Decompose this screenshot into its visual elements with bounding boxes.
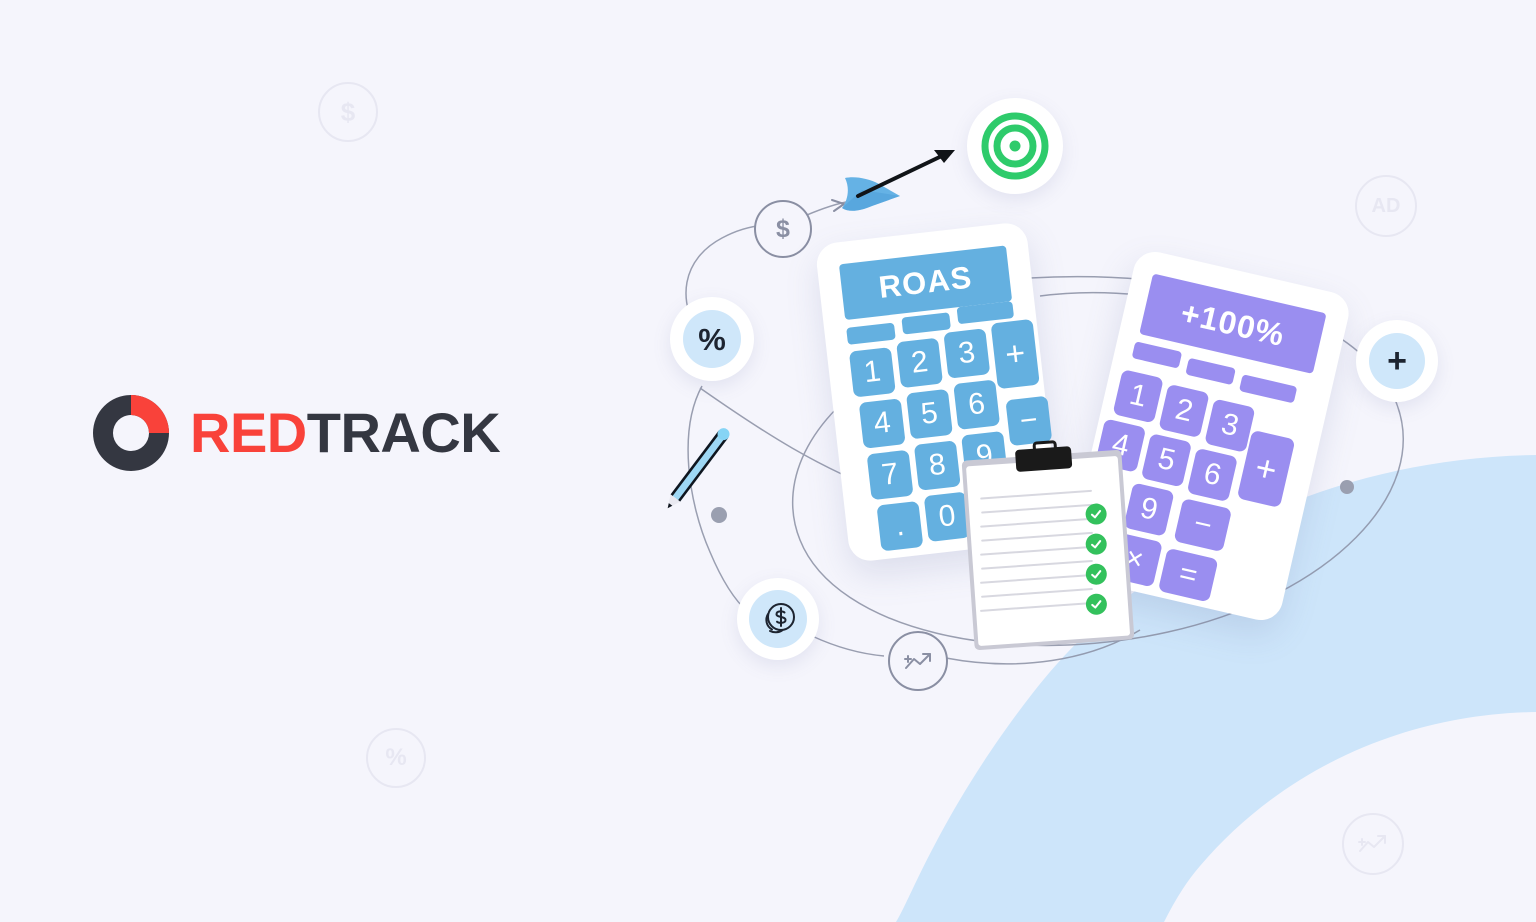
checklist-clipboard[interactable] xyxy=(961,440,1135,651)
node-label: $ xyxy=(776,214,790,243)
trend-up-circle-icon xyxy=(1342,813,1404,875)
badge-percent[interactable]: % xyxy=(670,297,754,381)
coins-dollar-icon xyxy=(749,590,807,648)
blue-blob-lower-cut xyxy=(1164,712,1536,922)
target-bullseye-icon xyxy=(981,112,1049,180)
pencil-edge-left xyxy=(670,430,721,496)
brand-wordmark: REDTRACK xyxy=(190,405,501,461)
brand-logo: REDTRACK xyxy=(88,390,501,476)
pencil-icon xyxy=(667,428,730,509)
pencil-body xyxy=(670,430,729,502)
brand-word-track: TRACK xyxy=(306,401,501,464)
checklist-check-icon xyxy=(1085,562,1108,586)
blue-blob-outer xyxy=(896,455,1536,922)
orbit-curve-bottom xyxy=(811,635,885,657)
watermark-label: $ xyxy=(340,96,356,127)
plus-icon: + xyxy=(1369,333,1425,389)
trend-up-glyph xyxy=(904,653,931,669)
checklist-check-icon xyxy=(1085,593,1108,616)
ad-circle-icon: AD xyxy=(1355,175,1417,237)
trend-up-circle-outline-icon xyxy=(888,631,948,691)
dollar-circle-icon: $ xyxy=(318,82,378,142)
orbit-arrowhead xyxy=(831,199,845,212)
arrow-head xyxy=(934,150,955,163)
pencil-edge-right xyxy=(678,436,729,502)
badge-plus[interactable]: + xyxy=(1356,320,1438,402)
pencil-lead xyxy=(667,503,673,509)
brand-word-red: RED xyxy=(190,401,307,464)
coins-glyph xyxy=(765,603,795,634)
percent-circle-icon: % xyxy=(366,728,426,788)
badge-symbol: + xyxy=(1387,342,1407,380)
checklist-check-icon xyxy=(1084,502,1108,526)
badge-symbol: % xyxy=(698,321,726,357)
watermark-label: AD xyxy=(1371,194,1401,217)
checklist-check-icon xyxy=(1085,532,1108,556)
orbit-dot-right xyxy=(1340,480,1354,494)
arrow-shaft xyxy=(856,151,950,198)
watermark-label: % xyxy=(385,744,407,771)
pencil-eraser xyxy=(717,428,730,441)
percent-icon: % xyxy=(683,310,741,368)
orbit-dot-left xyxy=(711,507,727,523)
orbit-curve-left-lower xyxy=(687,385,749,613)
badge-target[interactable] xyxy=(967,98,1063,194)
trend-up-glyph xyxy=(1358,835,1386,852)
badge-coins[interactable] xyxy=(737,578,819,660)
dollar-circle-outline-icon: $ xyxy=(754,200,812,258)
donut-chart-icon xyxy=(88,390,174,476)
donut-segment xyxy=(131,395,169,433)
